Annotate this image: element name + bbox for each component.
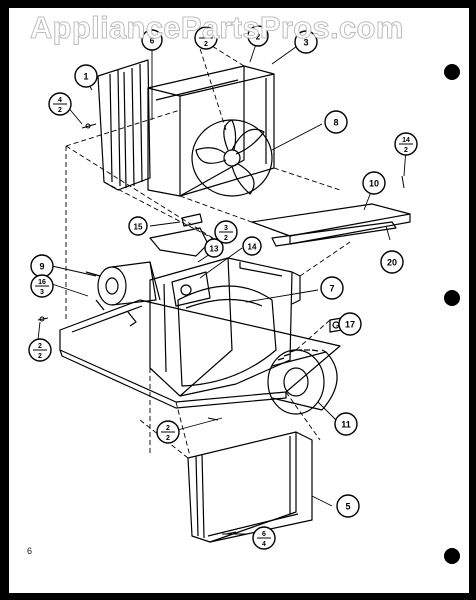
callout-label: 8 xyxy=(333,118,338,128)
page-number: 6 xyxy=(27,546,33,556)
callout-c5: 5 xyxy=(336,494,360,518)
blower-wheel xyxy=(267,349,338,415)
callout-label: 20 xyxy=(387,258,397,268)
fraction-bottom: 2 xyxy=(58,107,62,114)
callout-c3: 3 xyxy=(294,30,318,54)
callout-circle xyxy=(320,276,344,300)
fan-shroud xyxy=(147,65,275,197)
callout-circle xyxy=(204,238,224,258)
fraction-bottom: 4 xyxy=(262,541,266,548)
callout-c11: 11 xyxy=(334,412,358,436)
blower-housing xyxy=(149,257,301,397)
callout-circle xyxy=(362,171,386,195)
fraction-top: 6 xyxy=(262,531,266,538)
callout-c13: 13 xyxy=(204,238,224,258)
fraction-bottom: 3 xyxy=(40,289,44,296)
fraction-top: 8 xyxy=(204,31,208,38)
fraction-top: 14 xyxy=(402,137,410,144)
callout-label: 14 xyxy=(248,243,257,252)
callout-circle xyxy=(324,110,348,134)
callout-label: 3 xyxy=(303,38,308,48)
callout-c17: 17 xyxy=(338,312,362,336)
callout-label: 10 xyxy=(369,179,379,189)
side-panel-left xyxy=(97,59,151,191)
fraction-callout-f6: 22 xyxy=(28,338,52,362)
callout-circle xyxy=(338,312,362,336)
callout-circle xyxy=(128,216,148,236)
fraction-callout-f5: 163 xyxy=(30,274,54,298)
fraction-callout-f1: 42 xyxy=(48,92,72,116)
fraction-bottom: 2 xyxy=(224,235,228,242)
callout-label: 5 xyxy=(345,502,350,512)
callout-c9: 9 xyxy=(30,254,54,278)
binder-hole-bottom xyxy=(444,548,460,564)
fraction-callout-f8: 64 xyxy=(252,526,276,550)
condenser-fan-blade xyxy=(191,119,273,197)
callout-circle xyxy=(242,236,262,256)
callout-c15: 15 xyxy=(128,216,148,236)
fraction-bottom: 2 xyxy=(166,435,170,442)
callout-circle xyxy=(141,29,163,51)
callout-c8: 8 xyxy=(324,110,348,134)
watermark-text: AppliancePartsPros.com xyxy=(30,10,404,46)
fraction-callout-f3: 142 xyxy=(394,132,418,156)
callout-circle xyxy=(247,25,269,47)
fraction-top: 2 xyxy=(166,425,170,432)
callout-circle xyxy=(380,250,404,274)
callout-circle xyxy=(74,64,98,88)
fraction-top: 3 xyxy=(224,225,228,232)
binder-hole-top xyxy=(444,64,460,80)
motor xyxy=(85,261,161,327)
fraction-callout-f7: 22 xyxy=(156,420,180,444)
fraction-top: 2 xyxy=(38,343,42,350)
callout-label: 11 xyxy=(341,420,351,430)
callout-circle xyxy=(336,494,360,518)
callout-c10: 10 xyxy=(362,171,386,195)
callout-label: 1 xyxy=(83,72,88,82)
mounting-bracket xyxy=(149,213,209,257)
callout-label: 15 xyxy=(134,223,143,232)
fraction-callout-f4: 32 xyxy=(214,220,238,244)
binder-hole-middle xyxy=(444,290,460,306)
callout-label: 17 xyxy=(345,320,355,330)
fraction-bottom: 2 xyxy=(38,353,42,360)
fraction-top: 4 xyxy=(58,97,62,104)
callout-label: 13 xyxy=(210,245,219,254)
fraction-bottom: 2 xyxy=(204,41,208,48)
callout-c2: 2 xyxy=(247,25,269,47)
callout-c1: 1 xyxy=(74,64,98,88)
callout-c20: 20 xyxy=(380,250,404,274)
fraction-bottom: 2 xyxy=(404,147,408,154)
callout-circle xyxy=(334,412,358,436)
fraction-callout-f2: 82 xyxy=(194,26,218,50)
evaporator-coil xyxy=(187,431,313,543)
callout-c7: 7 xyxy=(320,276,344,300)
callout-c6: 6 xyxy=(141,29,163,51)
callout-circle xyxy=(294,30,318,54)
assembly-lines xyxy=(65,35,351,459)
callout-label: 9 xyxy=(39,262,44,272)
callout-c14: 14 xyxy=(242,236,262,256)
motor-mount xyxy=(171,271,211,307)
cover-plate xyxy=(251,203,411,247)
fraction-top: 16 xyxy=(38,279,46,286)
callout-label: 2 xyxy=(256,33,261,42)
callout-label: 6 xyxy=(150,37,155,46)
callout-label: 7 xyxy=(329,284,334,294)
